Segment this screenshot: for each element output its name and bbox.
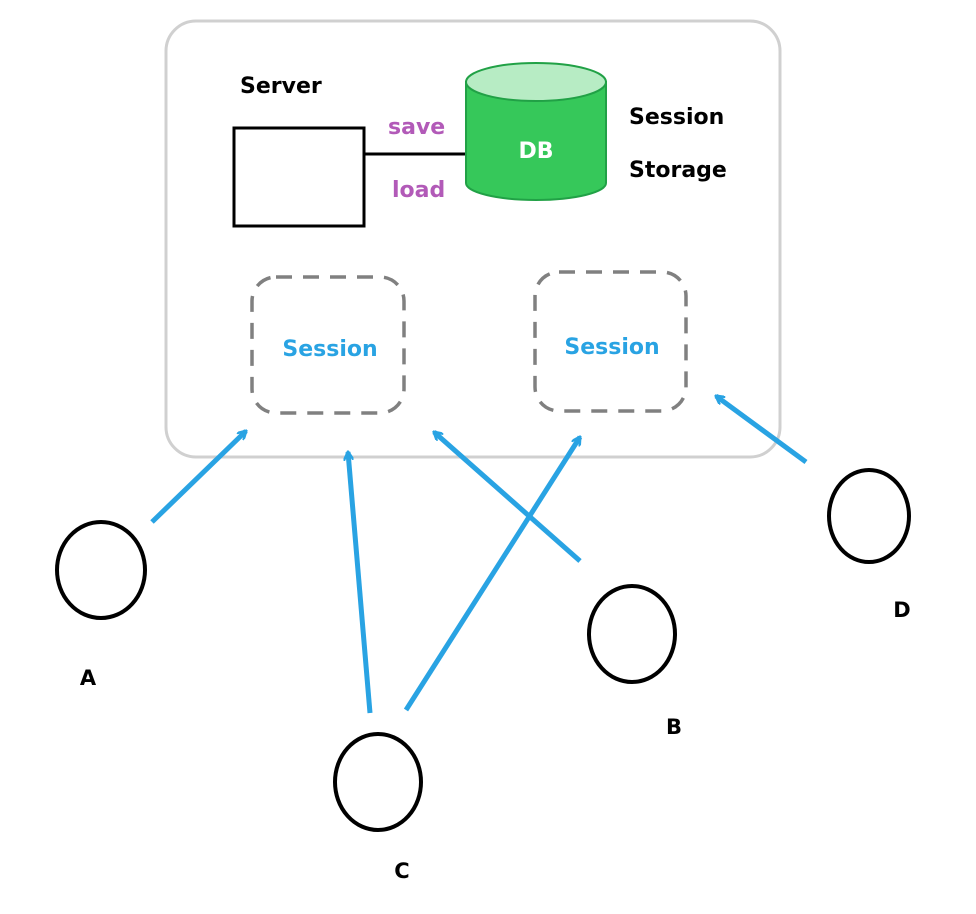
session-label-left: Session: [282, 337, 377, 362]
arrow-d-to-right-session: [716, 393, 808, 465]
load-label: load: [392, 178, 445, 203]
arrow-c-to-right-session: [403, 437, 583, 712]
client-c-circle: [333, 732, 423, 832]
server-container: [164, 19, 782, 459]
client-d: D: [827, 468, 911, 622]
client-a-circle: [55, 520, 147, 620]
server-box: [232, 126, 366, 228]
client-b: B: [587, 584, 682, 739]
client-d-label: D: [893, 598, 910, 622]
client-b-label: B: [666, 715, 682, 739]
request-arrows: [150, 393, 808, 714]
session-storage-label-line1: Session: [629, 105, 724, 130]
server-label: Server: [240, 74, 322, 99]
client-b-circle: [587, 584, 677, 684]
arrow-a-to-server: [150, 431, 246, 524]
client-c: C: [333, 732, 423, 883]
db-label: DB: [518, 139, 553, 164]
session-storage-label-line2: Storage: [629, 158, 727, 183]
arrow-c-to-left-session: [348, 452, 373, 714]
db-top: [465, 62, 607, 102]
save-label: save: [388, 115, 445, 140]
db-body: [465, 81, 607, 201]
database-cylinder: DB: [465, 62, 607, 201]
client-c-label: C: [394, 859, 409, 883]
session-label-right: Session: [564, 335, 659, 360]
client-a: A: [55, 520, 147, 690]
client-a-label: A: [80, 666, 97, 690]
client-d-circle: [827, 468, 911, 564]
arrow-b-to-server: [434, 432, 582, 563]
